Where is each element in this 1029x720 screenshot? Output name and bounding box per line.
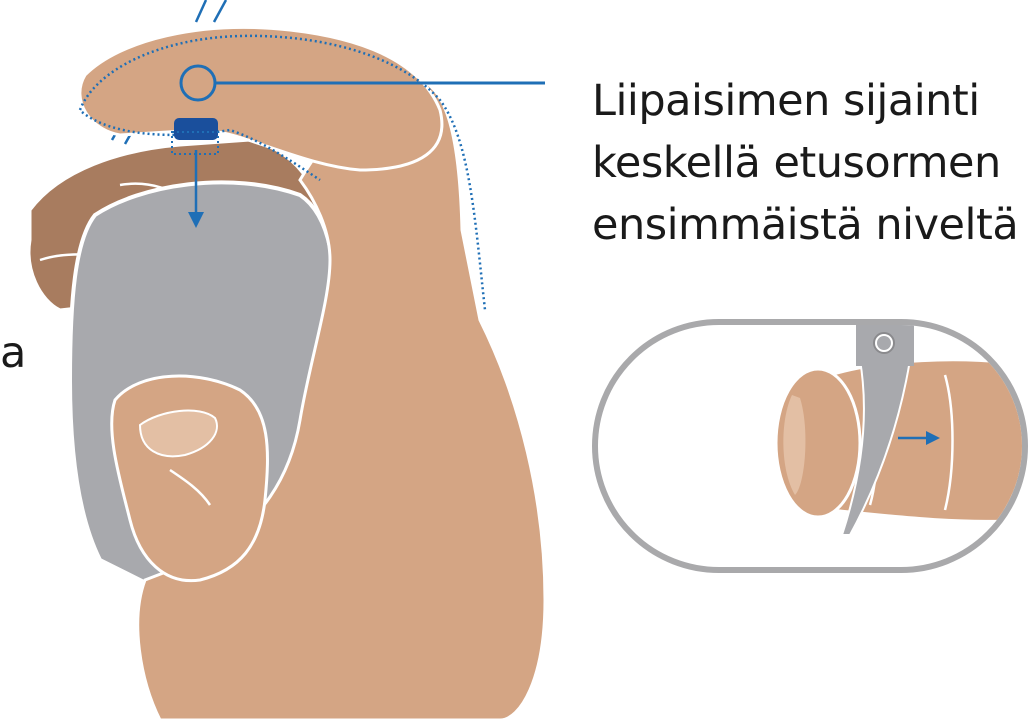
caption-line-2: keskellä etusormen: [592, 132, 1018, 194]
left-text-fragment: a: [0, 322, 26, 384]
caption-line-1: Liipaisimen sijainti: [592, 70, 1018, 132]
trigger-position-caption: Liipaisimen sijainti keskellä etusormen …: [592, 70, 1018, 256]
trigger-button: [174, 118, 218, 140]
caption-line-3: ensimmäistä niveltä: [592, 194, 1018, 256]
inset-detail: [595, 322, 1025, 570]
